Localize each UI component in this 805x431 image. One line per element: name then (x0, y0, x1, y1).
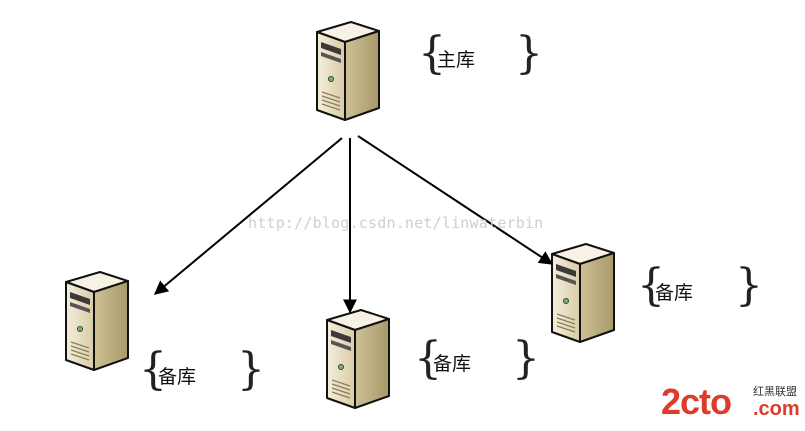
standby-middle-label: 备库 (433, 353, 472, 375)
primary-label: 主库 (437, 49, 476, 71)
standby-server-left-icon (65, 271, 129, 371)
standby-right-brace-left: { (637, 260, 665, 311)
url-watermark: http://blog.csdn.net/linwaterbin (248, 214, 544, 232)
standby-middle-brace-right: } (512, 333, 540, 384)
standby-left-brace-right: } (237, 344, 265, 395)
primary-server-icon (316, 21, 380, 121)
logo-tag: 红黑联盟 (753, 385, 797, 398)
standby-server-middle-icon (326, 309, 390, 409)
arrow-primary-to-right (357, 135, 554, 265)
site-logo: 2cto 红黑联盟 .com (661, 381, 801, 425)
primary-brace-left: { (418, 28, 446, 79)
arrow-primary-to-left (153, 137, 343, 295)
standby-left-label: 备库 (158, 366, 197, 388)
standby-left-brace-left: { (139, 344, 167, 395)
standby-middle-brace-left: { (414, 333, 442, 384)
standby-right-brace-right: } (735, 260, 763, 311)
logo-suffix: .com (753, 398, 800, 420)
primary-brace-right: } (515, 28, 543, 79)
standby-server-right-icon (551, 243, 615, 343)
standby-right-label: 备库 (655, 282, 694, 304)
logo-text: 2cto (661, 381, 731, 421)
